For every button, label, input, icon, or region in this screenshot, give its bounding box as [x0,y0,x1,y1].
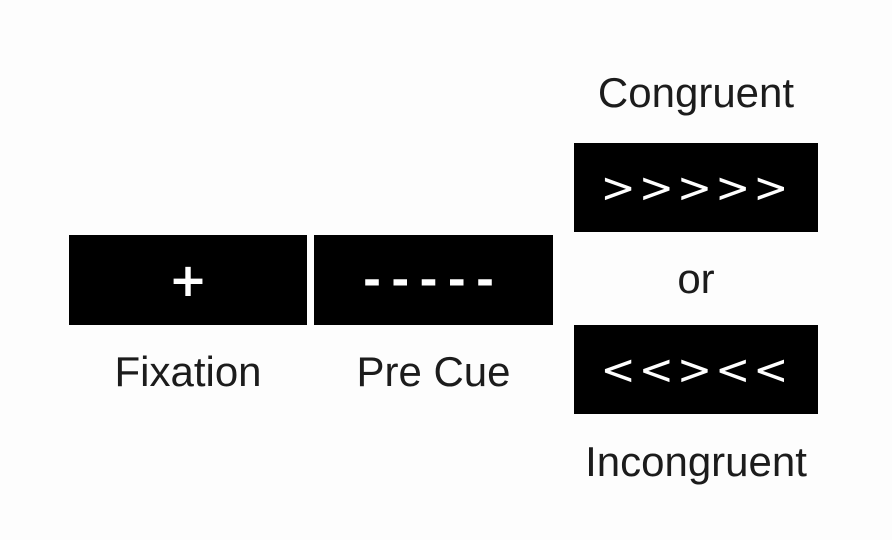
incongruent-arrows: <<><< [600,345,792,394]
congruent-panel: >>>>> [574,143,818,232]
congruent-label: Congruent [597,69,795,116]
fixation-panel: + [69,235,307,325]
pre-cue-dashes: ----- [362,254,505,306]
or-separator: or [677,255,715,302]
incongruent-panel: <<><< [574,325,818,414]
pre-cue-label: Pre Cue [356,348,511,395]
fixation-cross: + [168,253,208,307]
fixation-label: Fixation [114,348,262,395]
congruent-arrows: >>>>> [600,163,792,212]
incongruent-label: Incongruent [585,438,807,485]
pre-cue-panel: ----- [314,235,553,325]
